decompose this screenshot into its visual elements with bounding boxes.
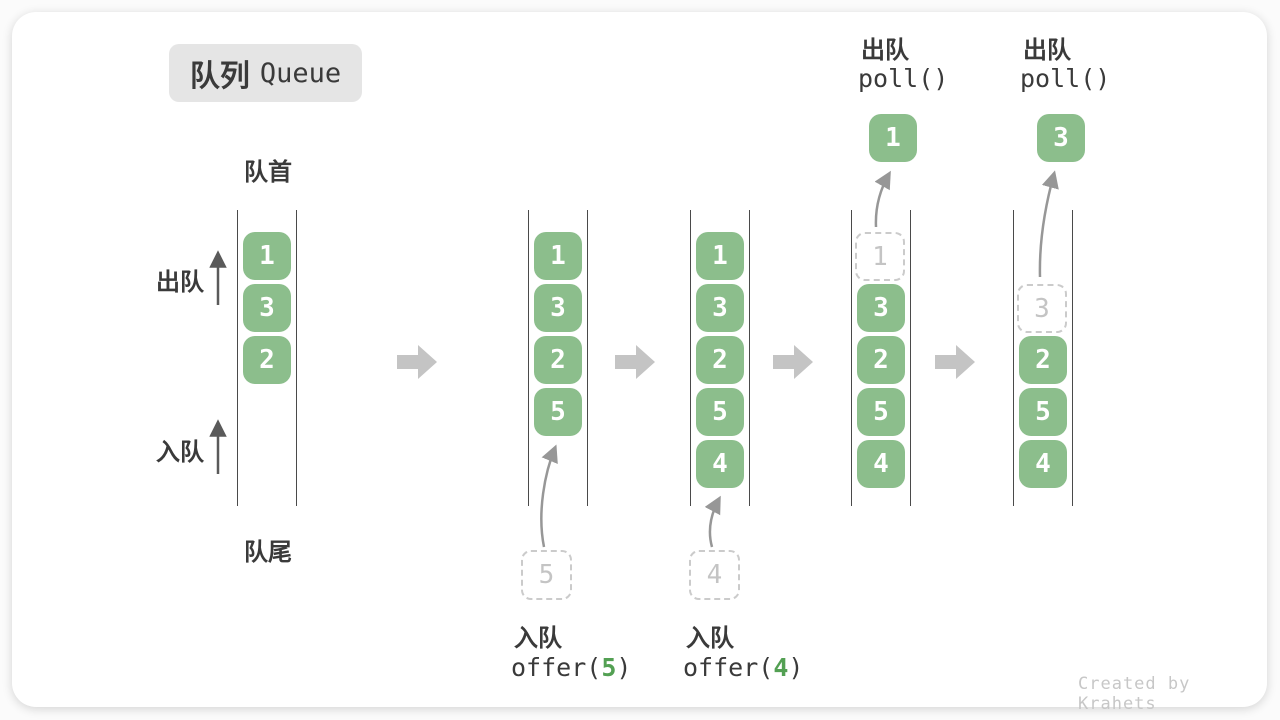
queue-box: 3 bbox=[534, 284, 582, 332]
incoming-ghost-box: 4 bbox=[689, 550, 740, 600]
offer-fn-close: ) bbox=[788, 653, 804, 682]
queue-box: 2 bbox=[243, 336, 291, 384]
queue-state-5: 3 2 5 4 bbox=[1013, 210, 1073, 506]
offer-arg: 4 bbox=[773, 653, 789, 682]
enqueue-op-label: 入队 bbox=[514, 625, 562, 652]
enqueue-side-label: 入队 bbox=[156, 439, 204, 466]
title-zh: 队列 bbox=[189, 60, 250, 93]
queue-box: 1 bbox=[243, 232, 291, 280]
offer-arg: 5 bbox=[601, 653, 617, 682]
ghost-box: 1 bbox=[855, 232, 905, 281]
enqueue-op-label: 入队 bbox=[686, 625, 734, 652]
dequeue-op-label: 出队 bbox=[1023, 37, 1071, 64]
offer-code: offer(4) bbox=[683, 653, 803, 682]
queue-box: 2 bbox=[534, 336, 582, 384]
queue-box: 1 bbox=[534, 232, 582, 280]
queue-state-4: 1 3 2 5 4 bbox=[851, 210, 911, 506]
queue-box: 5 bbox=[696, 388, 744, 436]
dequeue-side-label: 出队 bbox=[156, 269, 204, 296]
queue-box: 3 bbox=[696, 284, 744, 332]
title-badge: 队列 Queue bbox=[169, 44, 362, 102]
popped-box: 3 bbox=[1037, 114, 1085, 162]
queue-front-label: 队首 bbox=[244, 159, 292, 186]
ghost-box: 3 bbox=[1017, 284, 1067, 333]
poll-code: poll() bbox=[1020, 64, 1111, 93]
queue-state-1: 1 3 2 bbox=[237, 210, 297, 506]
watermark: Created by Krahets bbox=[1078, 674, 1191, 714]
queue-box: 3 bbox=[243, 284, 291, 332]
offer-fn-open: offer( bbox=[511, 653, 602, 682]
offer-fn-open: offer( bbox=[683, 653, 774, 682]
queue-box: 3 bbox=[857, 284, 905, 332]
queue-box: 4 bbox=[696, 440, 744, 488]
title-en: Queue bbox=[259, 57, 342, 89]
offer-code: offer(5) bbox=[511, 653, 631, 682]
offer-fn-close: ) bbox=[616, 653, 632, 682]
poll-code: poll() bbox=[858, 64, 949, 93]
queue-state-2: 1 3 2 5 bbox=[528, 210, 588, 506]
queue-box: 1 bbox=[696, 232, 744, 280]
queue-state-3: 1 3 2 5 4 bbox=[690, 210, 750, 506]
queue-box: 4 bbox=[857, 440, 905, 488]
incoming-ghost-box: 5 bbox=[521, 550, 572, 600]
queue-box: 5 bbox=[857, 388, 905, 436]
queue-box: 2 bbox=[857, 336, 905, 384]
queue-box: 2 bbox=[696, 336, 744, 384]
queue-box: 2 bbox=[1019, 336, 1067, 384]
queue-box: 5 bbox=[534, 388, 582, 436]
queue-box: 5 bbox=[1019, 388, 1067, 436]
dequeue-op-label: 出队 bbox=[861, 37, 909, 64]
popped-box: 1 bbox=[869, 114, 917, 162]
queue-box: 4 bbox=[1019, 440, 1067, 488]
queue-rear-label: 队尾 bbox=[244, 539, 292, 566]
